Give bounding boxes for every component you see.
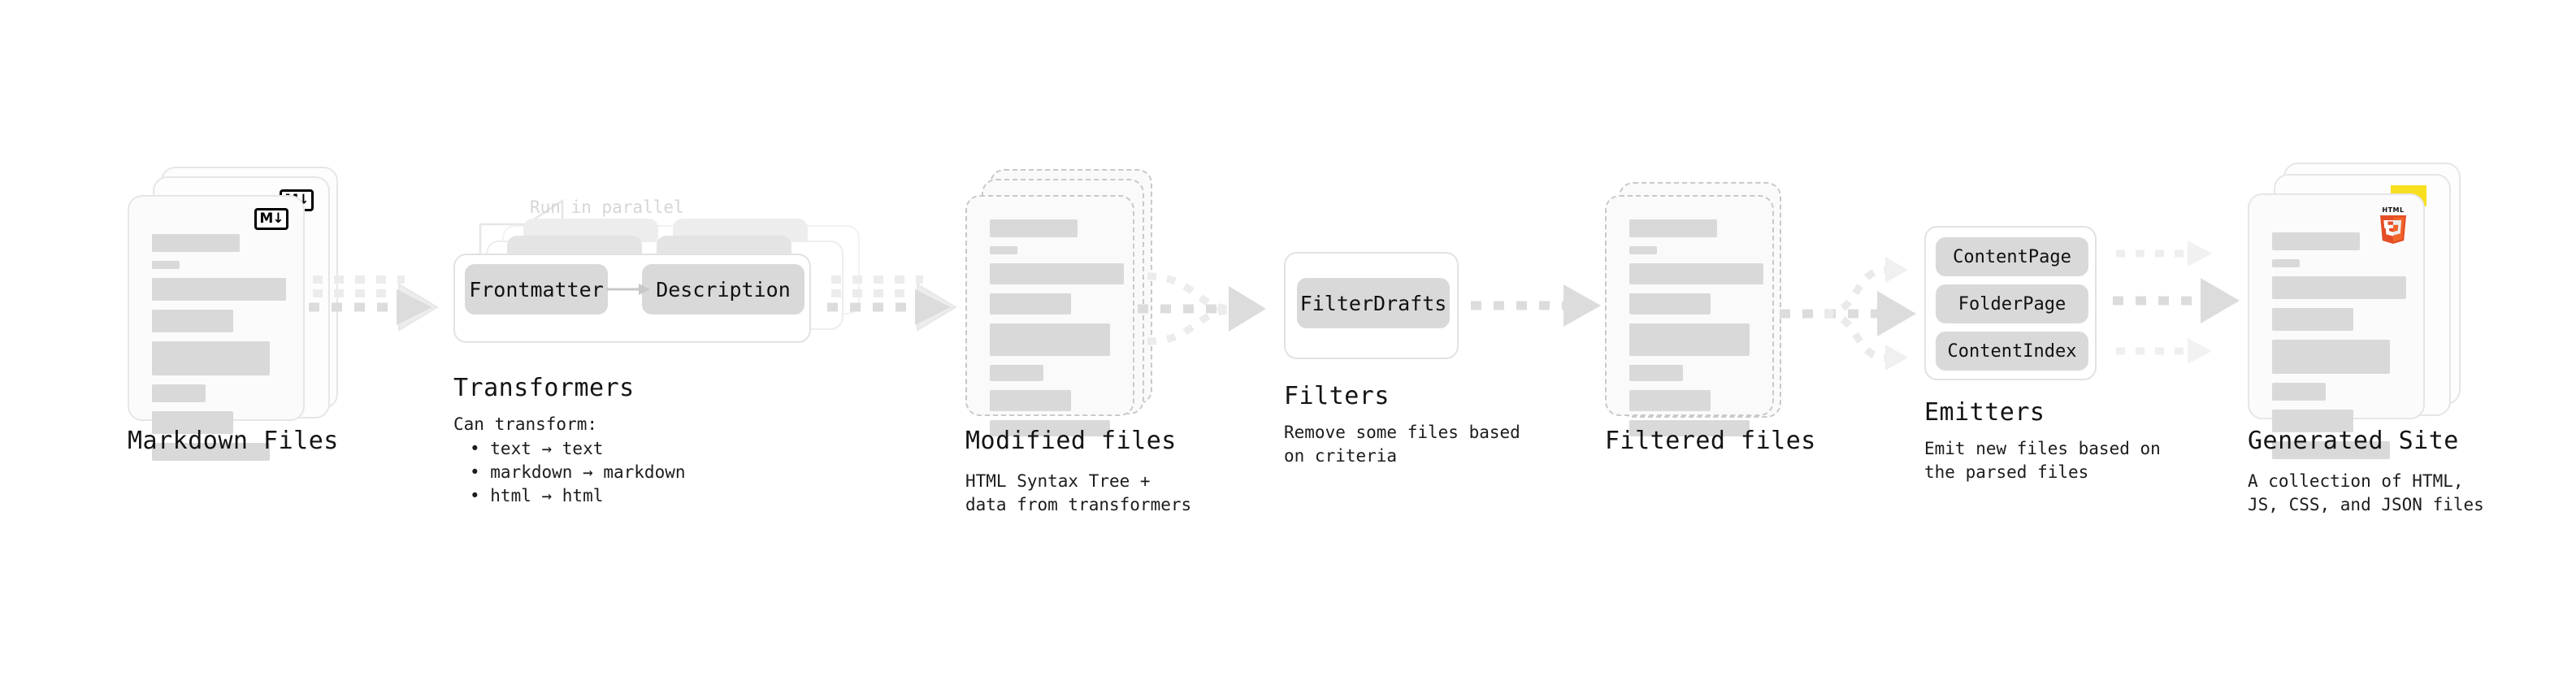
filtered-card-front [1605,195,1774,436]
doc-placeholder-lines [1629,219,1763,436]
transformer-arrow-front [606,284,650,295]
stage-title-filtered-files: Filtered files [1605,427,1816,455]
transformer-chip-frontmatter[interactable]: Frontmatter [465,264,608,314]
stage-title-modified-files: Modified files [965,427,1177,455]
run-in-parallel-label: Run in parallel [530,197,684,217]
emitters-groupbox: ContentPage FolderPage ContentIndex [1924,226,2097,380]
stage-subtitle-emitters: Emit new files based on the parsed files [1924,439,2161,482]
connector-filters-to-filtered [1471,284,1601,327]
stage-subtitle-transformers: Can transform: [453,414,598,434]
transformers-bullet-2: • html → html [470,486,604,505]
doc-placeholder-lines [990,219,1124,436]
svg-text:HTML: HTML [2382,206,2404,214]
doc-placeholder-lines [2272,232,2406,459]
transformer-layer-front: Frontmatter Description [453,254,811,343]
emitter-chip-contentindex[interactable]: ContentIndex [1936,332,2088,371]
html5-icon: HTML [2380,206,2406,244]
stage-title-filters: Filters [1284,382,1390,410]
stage-subtitle-filters: Remove some files based on criteria [1284,423,1520,466]
stage-title-emitters: Emitters [1924,398,2045,427]
connector-transformers-to-modified [827,275,957,332]
stage-subtitle-generated-site: A collection of HTML, JS, CSS, and JSON … [2248,471,2484,514]
transformer-chip-description[interactable]: Description [642,264,804,314]
connector-filtered-to-emitters [1780,257,1916,371]
markdown-card-front: M↓ [128,195,305,461]
stage-title-transformers: Transformers [453,374,635,402]
connector-md-to-transformers [309,275,439,332]
filters-groupbox: FilterDrafts [1284,252,1459,359]
emitter-chip-folderpage[interactable]: FolderPage [1936,284,2088,323]
filter-chip-filterdrafts[interactable]: FilterDrafts [1297,278,1450,328]
emitter-chip-contentpage[interactable]: ContentPage [1936,237,2088,276]
transformers-bullet-1: • markdown → markdown [470,462,686,482]
stage-title-generated-site: Generated Site [2248,427,2459,455]
connector-emitters-to-site [2113,241,2240,364]
modified-card-front [965,195,1134,436]
doc-placeholder-lines [152,234,286,461]
stage-subtitle-modified-files: HTML Syntax Tree + data from transformer… [965,471,1192,514]
markdown-icon: M↓ [254,208,288,230]
transformers-bullet-0: • text → text [470,439,604,458]
site-card-front-html: HTML [2248,193,2425,459]
stage-title-markdown-files: Markdown Files [128,427,339,455]
connector-modified-to-filters [1138,272,1266,345]
